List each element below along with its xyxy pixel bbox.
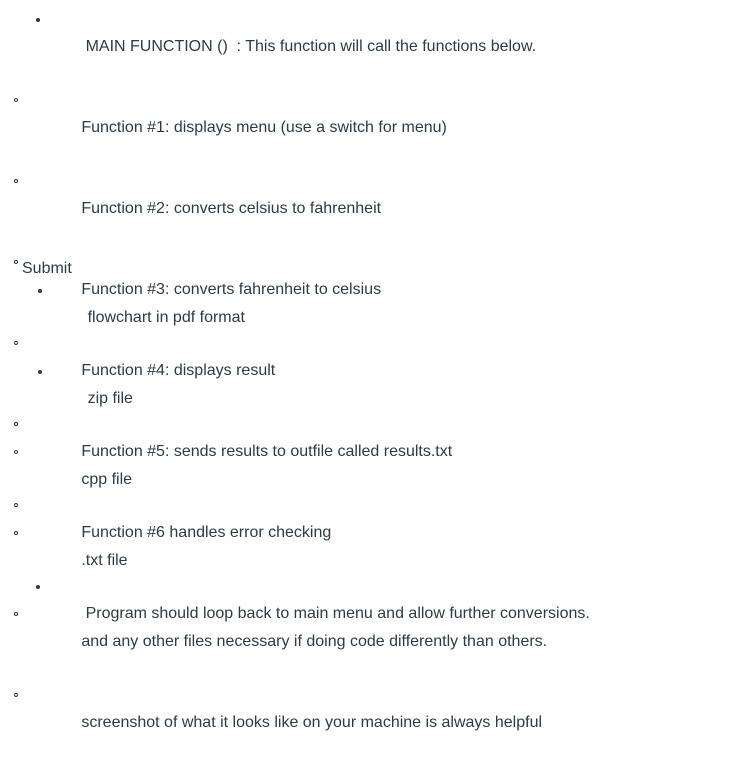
list-item-text: cpp file [81, 471, 133, 488]
submit-section: flowchart in pdf format zip file cpp fil… [0, 277, 752, 763]
list-item-text: Function #1: displays menu (use a switch… [81, 119, 447, 136]
list-item-text: zip file [87, 390, 133, 407]
list-item: and any other files necessary if doing c… [0, 601, 752, 682]
list-item: cpp file [0, 439, 752, 520]
list-item-text: MAIN FUNCTION () : This function will ca… [85, 38, 537, 55]
list-item: .txt file [0, 520, 752, 601]
list-item-text: Function #2: converts celsius to fahrenh… [81, 200, 382, 217]
list-item-text: Function #4: displays result [81, 362, 276, 379]
document-body: MAIN FUNCTION () : This function will ca… [0, 6, 752, 731]
list-item-text: Function #3: converts fahrenheit to cels… [81, 281, 382, 298]
zip-contents-list: cpp file .txt file and any other files n… [0, 439, 752, 763]
list-item: flowchart in pdf format [0, 277, 752, 358]
list-item: zip file [0, 358, 752, 439]
list-item-text: .txt file [81, 552, 128, 569]
submit-heading: Submit [22, 260, 72, 277]
list-item-text: flowchart in pdf format [87, 309, 245, 326]
list-item: Function #3: converts fahrenheit to cels… [0, 249, 752, 330]
submit-list: flowchart in pdf format zip file cpp fil… [0, 277, 752, 763]
list-item: Function #2: converts celsius to fahrenh… [0, 168, 752, 249]
list-item: Function #1: displays menu (use a switch… [0, 87, 752, 168]
list-item-text: and any other files necessary if doing c… [81, 633, 548, 650]
submit-sublist-wrapper: cpp file .txt file and any other files n… [0, 439, 752, 763]
list-item-text: screenshot of what it looks like on your… [81, 714, 543, 731]
list-item: MAIN FUNCTION () : This function will ca… [0, 6, 752, 87]
list-item: Function #4: displays result [0, 330, 752, 411]
list-item: screenshot of what it looks like on your… [0, 682, 752, 763]
